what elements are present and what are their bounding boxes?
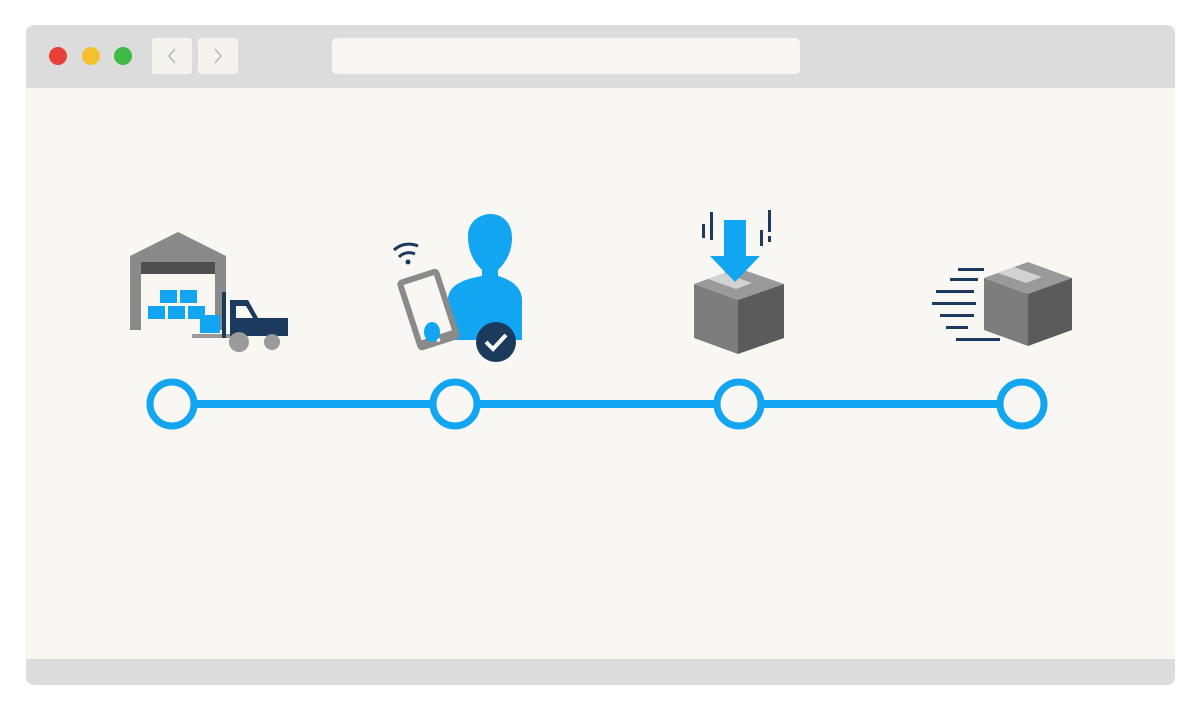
page-content [26, 88, 1175, 659]
title-bar [26, 25, 1175, 88]
person-tablet-check-icon [386, 212, 536, 367]
timeline-node-confirm[interactable] [429, 378, 481, 430]
timeline-node-warehouse[interactable] [146, 378, 198, 430]
maximize-button[interactable] [114, 47, 132, 65]
timeline-node-receive[interactable] [713, 378, 765, 430]
package-download-icon [690, 202, 790, 367]
chevron-right-icon [214, 48, 223, 64]
process-timeline [146, 378, 1048, 430]
close-button[interactable] [49, 47, 67, 65]
chevron-left-icon [167, 48, 176, 64]
timeline-node-ship[interactable] [996, 378, 1048, 430]
status-bar [26, 659, 1175, 685]
forward-button[interactable] [198, 38, 238, 74]
back-button[interactable] [152, 38, 192, 74]
warehouse-forklift-icon [126, 226, 296, 361]
fast-delivery-box-icon [930, 256, 1080, 361]
minimize-button[interactable] [82, 47, 100, 65]
address-bar[interactable] [332, 38, 800, 74]
browser-window [26, 25, 1175, 685]
